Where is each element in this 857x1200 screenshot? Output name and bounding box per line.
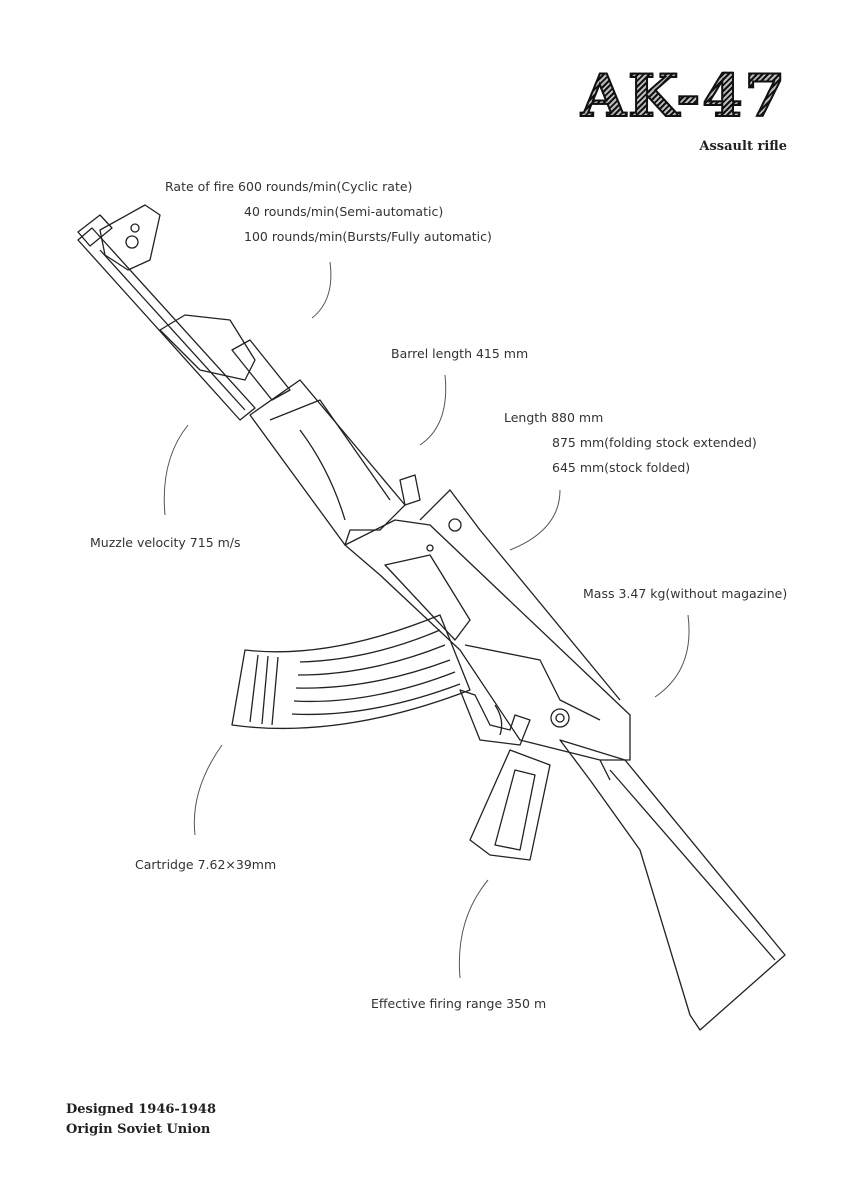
spec-cartridge: Cartridge 7.62×39mm [135,857,277,872]
page-title: AK-47 [580,61,787,131]
stock [559,739,786,1031]
spec-effective-range: Effective firing range 350 m [371,996,547,1011]
page-subtitle: Assault rifle [699,139,787,154]
spec-rate-of-fire-semi: 40 rounds/min(Semi-automatic) [244,204,444,219]
footer-designed: Designed 1946-1948 [66,1102,216,1117]
barrel [77,214,256,421]
pistol-grip [469,749,551,861]
spec-rate-of-fire-burst: 100 rounds/min(Bursts/Fully automatic) [244,229,492,244]
spec-muzzle-velocity: Muzzle velocity 715 m/s [90,535,241,550]
leader-lines [163,261,690,979]
gas-block [159,314,291,401]
spec-length: Length 880 mm [504,410,604,425]
trigger-guard [459,689,531,746]
magazine [231,614,471,730]
spec-rate-of-fire-cyclic: Rate of fire 600 rounds/min(Cyclic rate) [165,179,413,194]
spec-mass: Mass 3.47 kg(without magazine) [583,586,788,601]
spec-length-folded: 645 mm(stock folded) [552,460,691,475]
spec-length-extended: 875 mm(folding stock extended) [552,435,757,450]
handguard [249,379,406,546]
receiver [344,474,631,761]
front-sight [99,204,161,271]
spec-barrel-length: Barrel length 415 mm [391,346,529,361]
footer-origin: Origin Soviet Union [66,1122,211,1137]
